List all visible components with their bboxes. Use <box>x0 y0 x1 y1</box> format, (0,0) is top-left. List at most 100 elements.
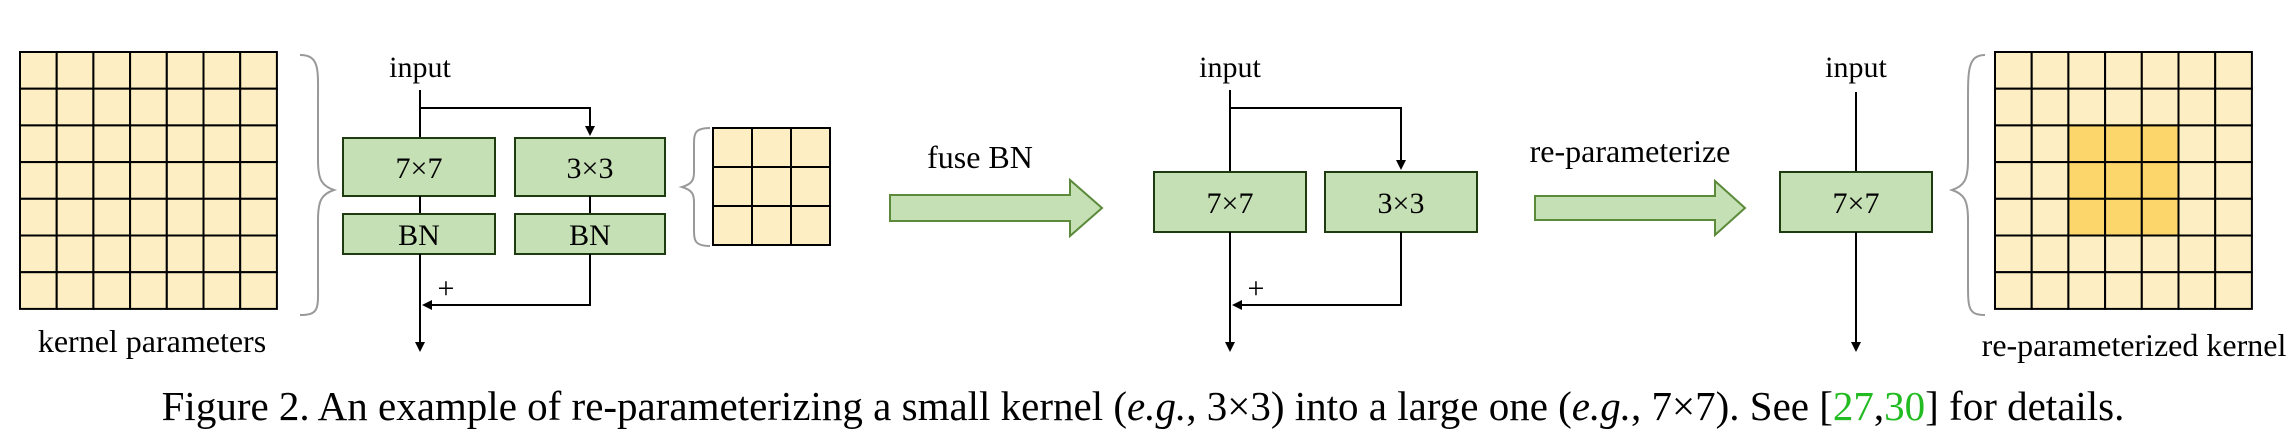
kernel-cell <box>165 87 205 127</box>
plus-sign-2: + <box>1248 272 1265 305</box>
fuse-bn-arrow <box>889 177 1104 239</box>
kernel-cell <box>92 271 132 310</box>
kernel-cell <box>2104 271 2143 310</box>
reparameterize-label: re-parameterize <box>1530 133 1731 169</box>
kernel-cell <box>202 161 242 200</box>
kernel-cell <box>2177 51 2217 90</box>
kernel-cell <box>129 51 168 90</box>
kernel-cell <box>2214 87 2253 127</box>
kernel-cell <box>55 87 95 127</box>
caption-eg-2: e.g. <box>1571 383 1631 429</box>
kernel-cell <box>19 197 58 237</box>
kernel-cell <box>202 197 242 237</box>
kernel-cell <box>165 234 205 274</box>
kernel-cell <box>790 166 831 207</box>
kernel-cell <box>2214 161 2253 200</box>
conv3x3-label-1: 3×3 <box>567 152 614 185</box>
kernel-cell <box>712 166 753 207</box>
conv7x7-block-2 <box>1153 171 1307 233</box>
caption-ref-27[interactable]: 27 <box>1832 383 1874 429</box>
kernel-cell <box>19 271 58 310</box>
kernel-cell <box>129 234 168 274</box>
kernel-cell-highlighted <box>2104 161 2143 200</box>
merge-line-1 <box>422 254 591 310</box>
left-brace <box>299 54 338 316</box>
kernel-cell <box>2067 87 2107 127</box>
kernel-cell <box>2104 234 2143 274</box>
kernel-cell <box>2030 234 2070 274</box>
kernel-cell <box>19 161 58 200</box>
kernel-cell <box>2140 271 2180 310</box>
caption-ref-30[interactable]: 30 <box>1884 383 1926 429</box>
kernel-cell <box>1994 124 2033 164</box>
kernel-cell <box>2214 234 2253 274</box>
kernel-cell <box>2214 271 2253 310</box>
input-label-3: input <box>1825 51 1887 84</box>
kernel-cell-highlighted <box>2140 124 2180 164</box>
caption-comma: , <box>1873 383 1885 429</box>
kernel-cell <box>55 234 95 274</box>
kernel-cell <box>2214 197 2253 237</box>
kernel-cell <box>2030 124 2070 164</box>
kernel-cell <box>2030 87 2070 127</box>
kernel-cell <box>55 161 95 200</box>
reparameterized-kernel-grid <box>1994 51 2253 310</box>
kernel-cell <box>712 127 753 168</box>
kernel-cell <box>1994 271 2033 310</box>
caption-suffix: ] for details. <box>1925 383 2125 429</box>
kernel-cell <box>2030 51 2070 90</box>
kernel-cell <box>165 197 205 237</box>
kernel-cell <box>19 87 58 127</box>
caption-mid-2: , 7×7). See [ <box>1631 383 1833 429</box>
caption-eg-1: e.g. <box>1127 383 1187 429</box>
kernel-cell <box>2214 124 2253 164</box>
kernel-cell <box>2104 51 2143 90</box>
conv7x7-label-3: 7×7 <box>1833 187 1880 220</box>
input-label-2: input <box>1199 51 1261 84</box>
kernel-cell <box>751 205 792 246</box>
kernel-cell <box>2140 51 2180 90</box>
kernel-cell <box>19 234 58 274</box>
conv3x3-block-1 <box>514 137 666 197</box>
bn-label-1: BN <box>398 219 440 252</box>
kernel-cell-highlighted <box>2140 197 2180 237</box>
small-kernel-grid <box>712 127 831 246</box>
kernel-cell <box>92 197 132 237</box>
kernel-cell <box>1994 234 2033 274</box>
kernel-cell <box>239 51 278 90</box>
plus-sign-1: + <box>438 272 455 305</box>
kernel-cell <box>2177 124 2217 164</box>
kernel-cell <box>2067 51 2107 90</box>
kernel-cell-highlighted <box>2067 124 2107 164</box>
kernel-cell <box>790 127 831 168</box>
input-label-1: input <box>389 51 451 84</box>
reparameterize-arrow <box>1534 178 1747 238</box>
kernel-cell <box>165 124 205 164</box>
bn-label-2: BN <box>569 219 611 252</box>
kernel-cell <box>55 51 95 90</box>
branch-line-2 <box>1230 107 1406 170</box>
small-brace <box>678 127 711 247</box>
kernel-cell <box>1994 87 2033 127</box>
kernel-cell <box>165 51 205 90</box>
kernel-cell <box>55 197 95 237</box>
kernel-cell <box>2030 271 2070 310</box>
branch-line-1 <box>420 107 595 136</box>
kernel-cell <box>92 234 132 274</box>
kernel-cell <box>2030 197 2070 237</box>
kernel-cell-highlighted <box>2140 161 2180 200</box>
kernel-cell <box>129 271 168 310</box>
kernel-cell-highlighted <box>2104 197 2143 237</box>
kernel-cell <box>2177 271 2217 310</box>
kernel-cell <box>2067 271 2107 310</box>
kernel-cell <box>790 205 831 246</box>
kernel-cell <box>19 124 58 164</box>
kernel-cell <box>202 51 242 90</box>
kernel-cell <box>751 127 792 168</box>
conv7x7-label-2: 7×7 <box>1207 187 1254 220</box>
kernel-cell <box>202 234 242 274</box>
kernel-cell <box>129 161 168 200</box>
fuse-bn-label: fuse BN <box>927 139 1033 175</box>
kernel-cell-highlighted <box>2067 161 2107 200</box>
kernel-cell <box>751 166 792 207</box>
